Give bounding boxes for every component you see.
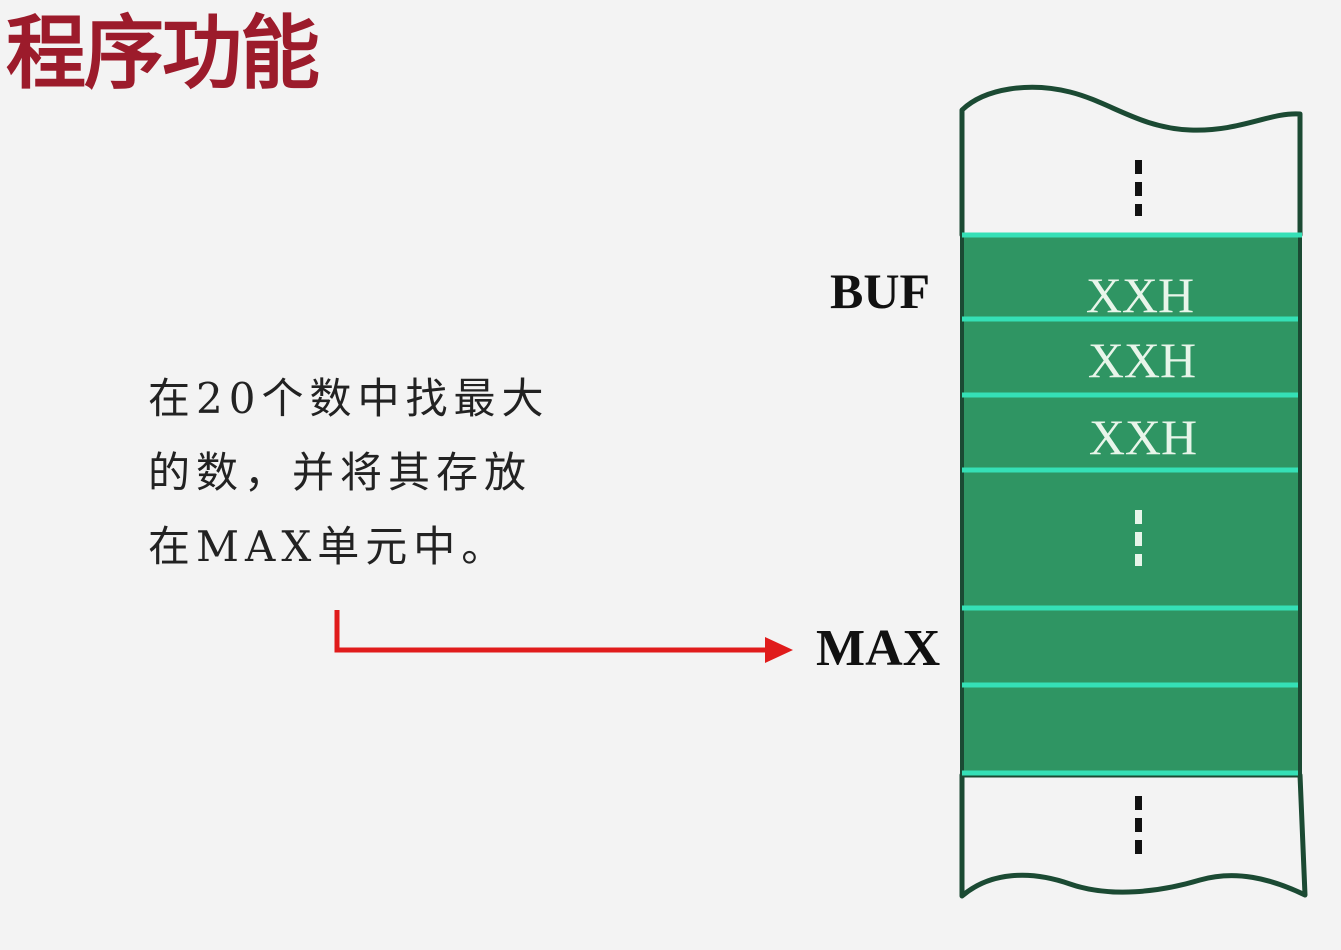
ellipsis-middle-icon (1135, 510, 1142, 566)
memory-cell-value: XXH (1086, 267, 1194, 323)
memory-cell-value: XXH (1089, 409, 1197, 465)
description-line: 的数，并将其存放 (148, 448, 533, 497)
pointer-arrowhead-icon (765, 637, 793, 663)
ellipsis-bottom-icon (1135, 796, 1142, 854)
description-text: 在20个数中找最大 的数，并将其存放 在MAX单元中。 (148, 362, 628, 584)
buf-label: BUF (830, 263, 930, 319)
description-line: 在20个数中找最大 (148, 374, 550, 423)
page-title: 程序功能 (6, 7, 320, 100)
memory-strip-outline (959, 84, 1303, 238)
memory-cell-value: XXH (1088, 332, 1196, 388)
max-label: MAX (816, 620, 941, 677)
description-line: 在MAX单元中。 (148, 522, 510, 571)
memory-strip-bottom-outline (959, 772, 1308, 899)
ellipsis-top-icon (1135, 160, 1142, 216)
pointer-arrow-line (334, 610, 768, 653)
